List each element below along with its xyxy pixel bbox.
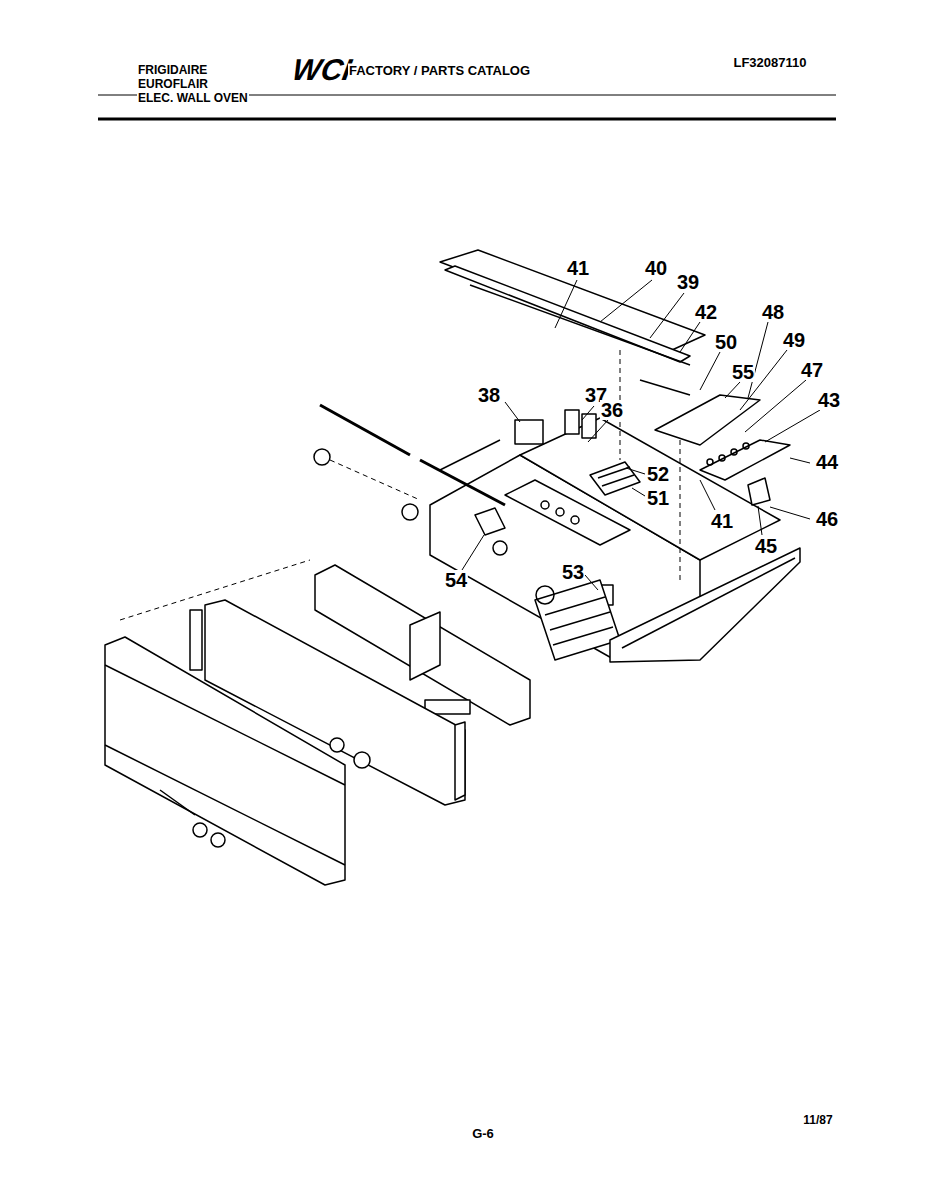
callout-number: 54 [444, 570, 468, 590]
knobs [160, 738, 370, 847]
callout-number: 44 [815, 452, 839, 472]
callout-number: 40 [644, 258, 668, 278]
product-line: EUROFLAIR [137, 78, 209, 90]
catalog-title: FACTORY / PARTS CATALOG [348, 64, 531, 77]
callout-number: 43 [817, 390, 841, 410]
side-rail [610, 548, 800, 662]
callout-number: 36 [600, 400, 624, 420]
product-type: ELEC. WALL OVEN [137, 92, 249, 104]
leader-lines [462, 280, 820, 590]
callout-number: 50 [714, 332, 738, 352]
callout-number: 41 [710, 511, 734, 531]
callout-number: 52 [646, 464, 670, 484]
assembly-lines [120, 350, 680, 620]
header-rule [98, 118, 836, 121]
page-number: G-6 [471, 1127, 495, 1140]
callout-number: 39 [676, 272, 700, 292]
callout-number: 55 [731, 362, 755, 382]
callout-number: 47 [800, 360, 824, 380]
model-number: LF32087110 [732, 56, 807, 69]
side-bracket [640, 380, 790, 505]
callout-number: 51 [646, 488, 670, 508]
front-panel [105, 600, 465, 885]
callout-number: 38 [477, 385, 501, 405]
callout-number: 46 [815, 509, 839, 529]
callout-number: 42 [694, 302, 718, 322]
callout-number: 53 [561, 562, 585, 582]
callout-number: 45 [754, 536, 778, 556]
brand-name: FRIGIDAIRE [137, 64, 208, 76]
logo: WCI [289, 55, 355, 85]
top-cover [440, 250, 705, 365]
callout-number: 48 [761, 302, 785, 322]
date-code: 11/87 [802, 1114, 833, 1126]
callout-number: 49 [782, 330, 806, 350]
callout-number: 41 [566, 258, 590, 278]
